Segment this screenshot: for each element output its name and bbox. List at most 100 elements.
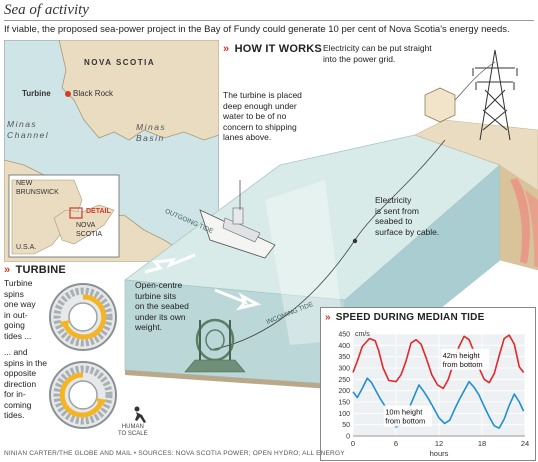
grid-note-line-2: into the power grid. [323,53,396,64]
land-strata-1 [510,178,530,264]
turbine-out-note-line-4: in out- [4,309,28,320]
diver-silhouette-icon [134,406,146,423]
how-it-works-heading: » HOW IT WORKS [223,43,322,55]
series-label-low-line-1: 10m height [385,407,423,416]
seabed-note-line-2: turbine sits [135,290,177,301]
y-tick-label: 250 [338,377,350,384]
source-credit: NINIAN CARTER/THE GLOBE AND MAIL • SOURC… [4,450,345,457]
series-line-high [352,334,525,390]
series-label-bg-low [383,405,432,427]
turbine-in-note-line-7: tides. [4,410,25,420]
page-subtitle: If viable, the proposed sea-power projec… [4,24,510,35]
turbine-counterclockwise-icon [49,361,117,429]
turbine-in-note-line-6: coming [4,399,32,410]
map-graphic [3,39,220,263]
y-tick-label: 150 [338,400,350,407]
y-unit-label: cm/s [355,331,370,338]
human-diver-icon [132,406,148,429]
inset-nova-scotia [53,204,115,245]
x-tick-label: 24 [521,439,529,448]
cable-note-line-2: is sent from [375,205,419,216]
y-tick-label: 0 [346,434,350,441]
outgoing-tide-arrow [144,253,196,274]
turbine-heading: » TURBINE [4,264,66,276]
turbine-out-note-line-3: one way [4,299,36,309]
x-tick-label: 12 [435,439,443,448]
turbine-outgoing-illustration [48,282,118,357]
y-tick-label: 400 [338,343,350,350]
depth-note-line-1: The turbine is placed [223,90,302,100]
turbine-out-note-line-2: spins [4,288,24,299]
y-tick-label: 100 [338,411,350,418]
x-tick-label: 18 [478,439,486,448]
turbine-site-marker [65,91,71,97]
depth-note-line-2: deep enough under [223,100,297,111]
grid-note-line-1: Electricity can be put straight [323,43,432,53]
how-it-works-heading-text: HOW IT WORKS [234,43,322,55]
cable-note: Electricity is sent from seabed to surfa… [375,195,439,237]
inset-detail-label: DETAIL [86,208,111,215]
x-tick-label: 6 [394,439,398,448]
grid-note: Electricity can be put straight into the… [323,43,432,64]
depth-note-line-5: lanes above. [223,132,272,142]
chart-section-marker-icon: » [325,312,331,323]
series-line-low [352,377,525,429]
seabed-note-line-1: Open-centre [135,280,183,290]
turbine-in-note-line-5: for in- [4,389,26,399]
grid-transformer-box [424,87,456,123]
turbine-in-note-line-3: opposite [4,368,37,378]
x-tick-label: 0 [351,439,355,448]
y-tick-label: 350 [338,354,350,361]
turbine-incoming-illustration [48,360,118,435]
map-channel-label-1: Minas [7,119,38,129]
transmission-tower [472,49,518,141]
series-label-high-line-2: from bottom [443,360,483,369]
cable-callout-dot [352,238,358,244]
cable-note-line-1: Electricity [375,195,412,205]
turbine-out-note: Turbine spins one way in out- going tide… [4,278,48,341]
human-scale-label-line-1: HUMAN [121,424,144,430]
incoming-tide-arrow [214,288,262,311]
seabed-note: Open-centre turbine sits on the seabed u… [135,280,189,333]
chart-title: SPEED DURING MEDIAN TIDE [335,312,485,323]
inset-nb-label-1: NEW [16,180,33,187]
cable-note-line-3: seabed to [375,216,413,226]
title-divider [4,20,534,21]
map-channel-label-2: Channel [7,130,50,140]
depth-note-line-3: water to be of no [223,111,287,121]
turbine-out-note-line-5: going [4,320,25,330]
seabed-note-line-5: weight. [135,322,162,332]
grid-connection-line [454,61,496,101]
series-label-low-line-2: from bottom [385,416,425,425]
human-scale-label: HUMAN TO SCALE [118,424,148,438]
inset-detail-box [69,207,83,219]
ship [199,180,276,259]
speed-chart-heading: » SPEED DURING MEDIAN TIDE [325,312,484,323]
turbine-in-note-line-1: ... and [4,347,28,357]
seabed-note-line-3: on the seabed [135,301,189,311]
y-tick-label: 200 [338,388,350,395]
map-basin-label-1: Minas [136,122,167,132]
human-scale-label-line-2: TO SCALE [118,431,148,437]
turbine-in-note: ... and spins in the opposite direction … [4,347,52,421]
inset-usa-label: U.S.A. [16,244,37,251]
light-beam [265,180,345,345]
series-label-bg-high [441,348,490,370]
x-axis-label: hours [430,449,449,458]
cable-note-line-4: surface by cable. [375,226,440,237]
map-basin-label-2: Basin [136,133,165,143]
inset-ns-label-2: SCOTIA [76,231,103,238]
turbine-in-note-line-4: direction [4,378,37,389]
turbine-out-note-line-1: Turbine [4,278,33,288]
seabed-front [125,370,345,390]
map-site-label: Black Rock [73,89,114,98]
inset-nb-label-2: BRUNSWICK [16,189,59,196]
land-strata-2 [525,190,538,267]
turbine-out-note-line-6: tides ... [4,330,32,341]
depth-note: The turbine is placed deep enough under … [223,90,302,143]
seabed-turbine [184,318,246,373]
locator-map: NOVA SCOTIA Turbine Black Rock Minas Cha… [3,39,220,263]
depth-note-line-4: concern to shipping [223,121,297,132]
